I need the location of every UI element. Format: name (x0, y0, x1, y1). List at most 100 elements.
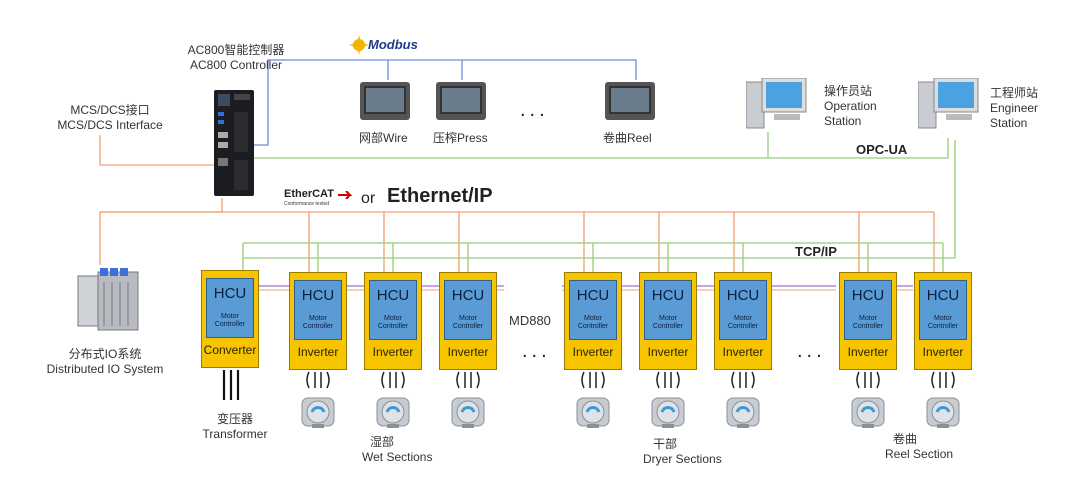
transformer-label-cn: 变压器 (216, 412, 253, 426)
motor-icon (376, 397, 410, 428)
unit-kind-label: Inverter (847, 345, 889, 359)
unit-kind-label: Inverter (372, 345, 414, 359)
operation-station-label-cn: 操作员站 (824, 84, 873, 98)
engineer-station-computer (918, 78, 979, 129)
motor-icon (851, 397, 885, 428)
modbus-star-icon (349, 35, 369, 55)
motor-cable-icon (931, 371, 955, 389)
motor-icon (651, 397, 685, 428)
ethercat-sub-label: Conformance tested (284, 201, 330, 207)
hmi-ellipsis: ... (520, 99, 549, 121)
hcu-title: HCU (726, 287, 760, 304)
modbus-logo: Modbus (348, 34, 428, 56)
ethernetip-label: Ethernet/IP (387, 185, 493, 207)
motor-cable-icon (731, 371, 755, 389)
hcu-sub-line2: Controller (302, 323, 334, 330)
mcs-dcs-label: MCS/DCS接口 MCS/DCS Interface (50, 103, 170, 133)
hcu-sub-line2: Controller (214, 321, 246, 328)
motor-cable-icon (581, 371, 605, 389)
hcu-title: HCU (576, 287, 610, 304)
hcu-title: HCU (651, 287, 685, 304)
mcs-dcs-label-cn: MCS/DCS接口 (70, 103, 150, 117)
tcpip-label: TCP/IP (795, 244, 837, 259)
hcu-sub-line2: Controller (577, 323, 609, 330)
hcu-sub-line1: Motor (459, 315, 477, 322)
motor-icon (301, 397, 335, 428)
distributed-io-label: 分布式IO系统 Distributed IO System (38, 347, 172, 377)
ethercat-logo: EtherCAT Conformance tested (284, 188, 358, 212)
units-ellipsis-1: ... (522, 340, 551, 362)
engineer-station-label-en1: Engineer (990, 101, 1039, 115)
reel-section-label-cn: 卷曲 (893, 432, 918, 446)
units-ellipsis-2: ... (797, 340, 826, 362)
motor-icon (726, 397, 760, 428)
engineer-station-label: 工程师站 Engineer Station (990, 86, 1038, 131)
unit-kind-label: Inverter (447, 345, 489, 359)
motor-icon (451, 397, 485, 428)
hcu-sub-line1: Motor (734, 315, 752, 322)
ethercat-label: EtherCAT (284, 188, 334, 200)
motor-icon (576, 397, 610, 428)
hmi-label-reel: 卷曲Reel (603, 131, 652, 145)
hcu-sub-line2: Controller (727, 323, 759, 330)
ethercat-arrow-icon (338, 191, 353, 199)
hmi-panel-wire (360, 82, 410, 120)
hcu-title: HCU (301, 287, 335, 304)
controller-label-cn: AC800智能控制器 (187, 43, 285, 57)
reel-section-label: 卷曲 Reel Section (885, 432, 953, 462)
motor-icon (926, 397, 960, 428)
hcu-sub-line1: Motor (659, 315, 677, 322)
opcua-label: OPC-UA (856, 142, 908, 157)
hcu-title: HCU (451, 287, 485, 304)
wet-section-label: 湿部 Wet Sections (362, 435, 432, 465)
unit-kind-label: Inverter (647, 345, 689, 359)
hmi-panel-reel (605, 82, 655, 120)
hcu-sub-line2: Controller (377, 323, 409, 330)
or-label: or (361, 190, 376, 207)
md880-label: MD880 (509, 313, 551, 328)
motor-cable-icon (456, 371, 480, 389)
hcu-title: HCU (376, 287, 410, 304)
motor-cable-icon (656, 371, 680, 389)
operation-station-computer (746, 78, 807, 129)
transformer-label: 变压器 Transformer (190, 412, 280, 442)
hmi-label-press: 压榨Press (433, 131, 488, 145)
hcu-sub-line1: Motor (221, 313, 239, 320)
reel-section-label-en: Reel Section (885, 447, 954, 461)
distributed-io-device (77, 268, 139, 331)
distributed-io-label-en: Distributed IO System (46, 362, 164, 376)
modbus-label: Modbus (368, 37, 418, 52)
hcu-title: HCU (851, 287, 885, 304)
mcs-dcs-label-en: MCS/DCS Interface (57, 118, 163, 132)
unit-kind-label: Inverter (297, 345, 339, 359)
hcu-sub-line1: Motor (859, 315, 877, 322)
motor-cable-icon (381, 371, 405, 389)
distributed-io-label-cn: 分布式IO系统 (68, 347, 142, 361)
operation-station-label-en1: Operation (824, 99, 877, 113)
engineer-station-label-en2: Station (990, 116, 1028, 130)
hcu-sub-line1: Motor (934, 315, 952, 322)
operation-station-label-en2: Station (824, 114, 862, 128)
hcu-title: HCU (213, 285, 247, 302)
